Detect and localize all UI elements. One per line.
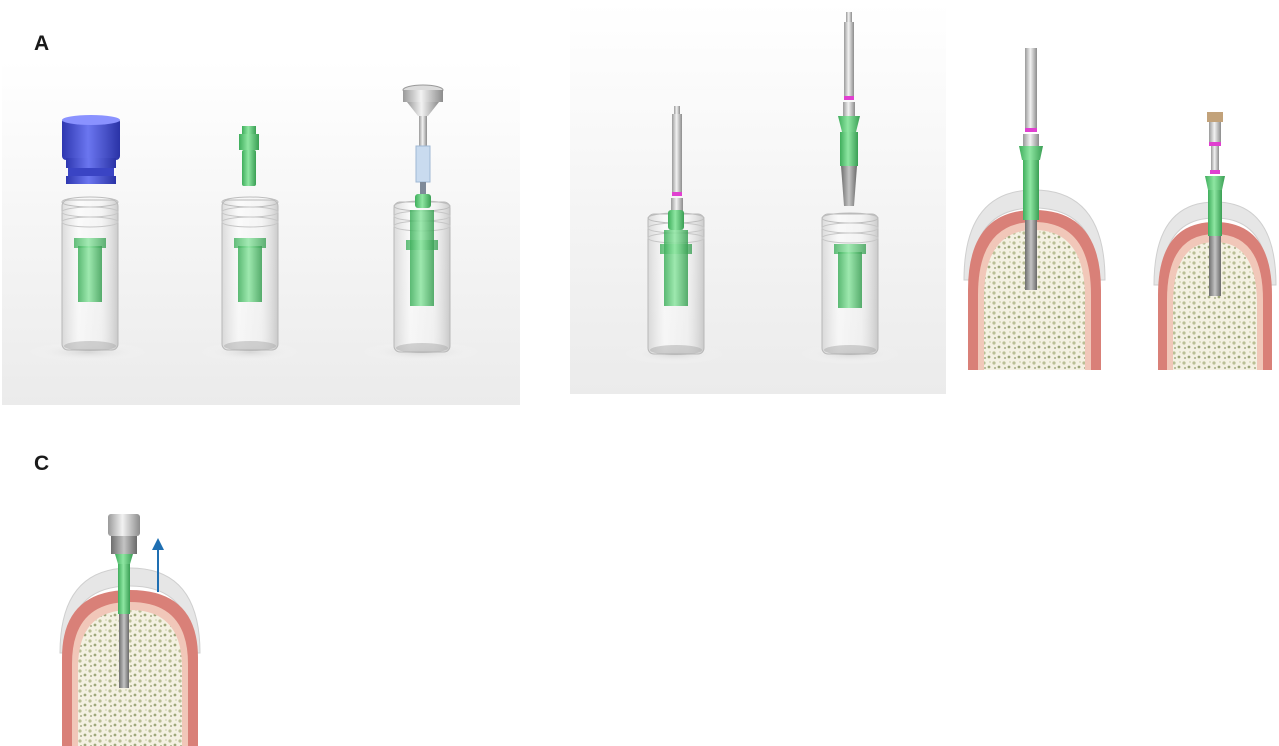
panel-b-jaw-1 [962, 40, 1107, 370]
panel-b-vials-scene [570, 2, 946, 394]
green-implant [239, 126, 259, 186]
arrow-up-icon [149, 536, 167, 594]
vial-b2 [822, 213, 878, 355]
panel-a-scene [2, 60, 520, 405]
vial-b1 [648, 210, 704, 355]
vial-3 [394, 194, 450, 353]
panel-c-jaw [58, 508, 218, 746]
blue-cap [62, 115, 120, 184]
vial-1 [62, 197, 118, 351]
panel-a-label: A [34, 32, 49, 56]
vial-2 [222, 197, 278, 351]
panel-b-jaw-2 [1152, 110, 1278, 370]
panel-c-label: C [34, 452, 49, 476]
